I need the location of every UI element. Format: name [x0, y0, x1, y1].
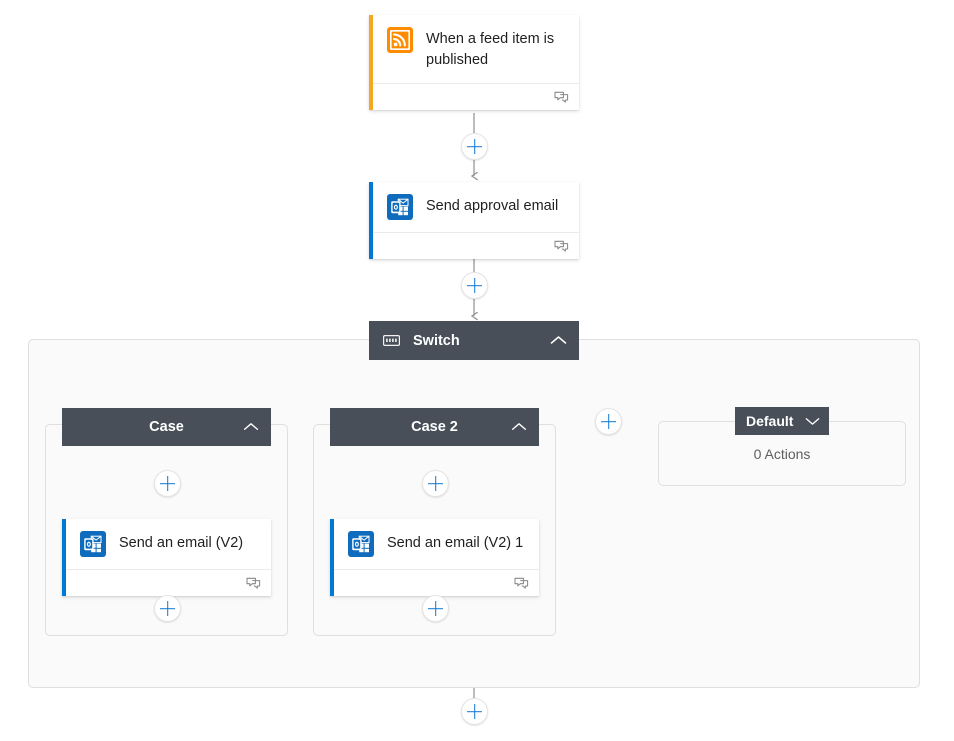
- case-2-add-step-before-action-button[interactable]: [422, 470, 449, 497]
- add-step-after-trigger-button[interactable]: [461, 133, 488, 160]
- action-card-header: Send an email (V2) 1: [330, 519, 539, 569]
- action-card-footer: [330, 569, 539, 596]
- case-1-action-card-send-an-email-v2[interactable]: Send an email (V2): [62, 519, 271, 596]
- action-card-title: Send an email (V2) 1: [387, 535, 524, 551]
- case-2-header[interactable]: Case 2: [330, 408, 539, 446]
- action-accent-bar: [369, 182, 373, 259]
- chevron-up-icon[interactable]: [243, 422, 259, 432]
- chevron-up-icon[interactable]: [511, 422, 527, 432]
- chevron-down-icon[interactable]: [805, 416, 820, 426]
- comment-icon[interactable]: [246, 577, 261, 590]
- action-card-footer: [62, 569, 271, 596]
- action-card-title: Send approval email: [426, 198, 559, 214]
- comment-icon[interactable]: [554, 91, 569, 104]
- case-1-title: Case: [149, 419, 184, 435]
- default-case-header[interactable]: Default: [735, 407, 829, 435]
- trigger-card-footer: [369, 83, 579, 110]
- action-card-footer: [369, 232, 579, 259]
- action-card-title: Send an email (V2): [119, 535, 244, 551]
- case-1-add-step-after-action-button[interactable]: [154, 595, 181, 622]
- switch-icon: [383, 335, 400, 346]
- comment-icon[interactable]: [514, 577, 529, 590]
- trigger-card-header: When a feed item is published: [369, 15, 579, 83]
- default-case-empty-label: 0 Actions: [753, 445, 811, 462]
- trigger-card-when-a-feed-item-is-published[interactable]: When a feed item is published: [369, 15, 579, 110]
- action-card-send-approval-email[interactable]: Send approval email: [369, 182, 579, 259]
- outlook-icon: [387, 194, 413, 220]
- action-card-header: Send approval email: [369, 182, 579, 232]
- case-1-add-step-before-action-button[interactable]: [154, 470, 181, 497]
- case-2-add-step-after-action-button[interactable]: [422, 595, 449, 622]
- add-step-after-approval-button[interactable]: [461, 272, 488, 299]
- outlook-icon: [348, 531, 374, 557]
- action-accent-bar: [330, 519, 334, 596]
- chevron-up-icon[interactable]: [550, 335, 567, 346]
- case-2-action-card-send-an-email-v2-1[interactable]: Send an email (V2) 1: [330, 519, 539, 596]
- case-2-title: Case 2: [411, 419, 458, 435]
- add-step-after-switch-button[interactable]: [461, 698, 488, 725]
- outlook-icon: [80, 531, 106, 557]
- action-card-header: Send an email (V2): [62, 519, 271, 569]
- comment-icon[interactable]: [554, 240, 569, 253]
- trigger-card-title: When a feed item is published: [426, 31, 555, 68]
- default-case-title: Default: [746, 413, 794, 429]
- trigger-accent-bar: [369, 15, 373, 110]
- case-1-header[interactable]: Case: [62, 408, 271, 446]
- action-accent-bar: [62, 519, 66, 596]
- rss-icon: [387, 27, 413, 53]
- add-case-button[interactable]: [595, 408, 622, 435]
- switch-header[interactable]: Switch: [369, 321, 579, 360]
- switch-title: Switch: [413, 332, 460, 349]
